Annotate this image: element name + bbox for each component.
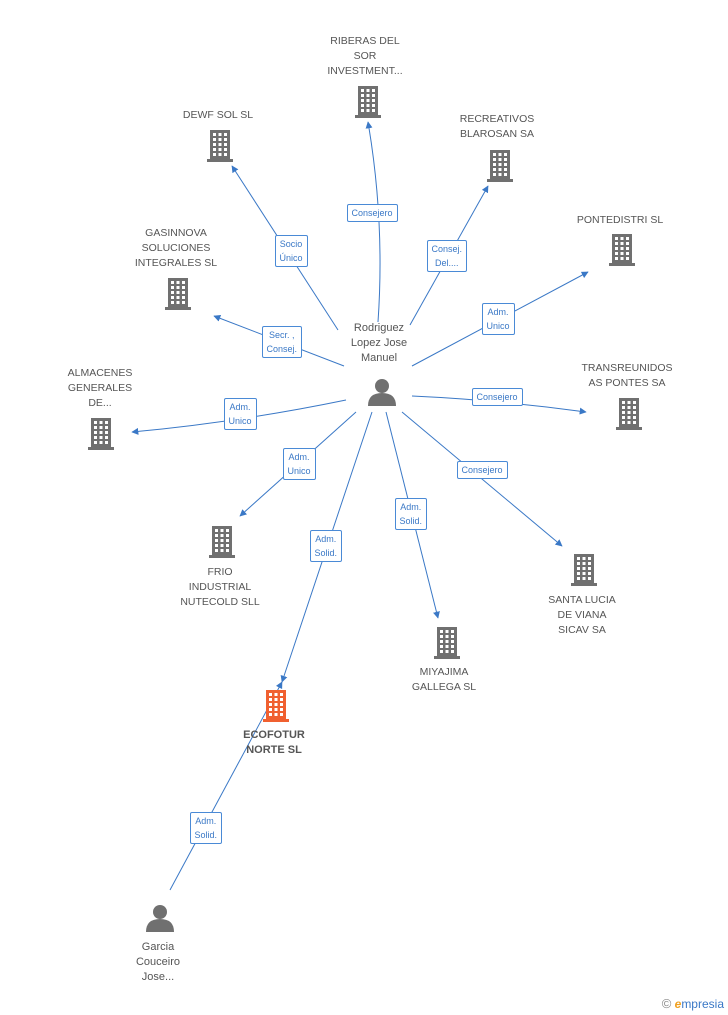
- brand-initial: e: [674, 997, 682, 1011]
- person-icon[interactable]: [368, 379, 396, 406]
- building-icon[interactable]: [434, 627, 460, 659]
- edge-label-center-pontedistri[interactable]: Adm. Unico: [481, 303, 515, 335]
- building-icon[interactable]: [487, 150, 513, 182]
- building-icon[interactable]: [263, 690, 289, 722]
- building-icon[interactable]: [609, 234, 635, 266]
- edge-label-garcia-ecofotur[interactable]: Adm. Solid.: [189, 812, 223, 844]
- building-icon[interactable]: [355, 86, 381, 118]
- building-icon[interactable]: [571, 554, 597, 586]
- edge-label-center-miyajima[interactable]: Adm. Solid.: [394, 498, 428, 530]
- person-icon[interactable]: [146, 905, 174, 932]
- edge-label-center-ecofotur[interactable]: Adm. Solid.: [309, 530, 343, 562]
- edge-garcia-ecofotur: [169, 681, 283, 891]
- edge-label-center-frio[interactable]: Adm. Unico: [282, 448, 316, 480]
- node-label-garcia[interactable]: Garcia Couceiro Jose...: [135, 940, 181, 983]
- edge-label-center-almacenes[interactable]: Adm. Unico: [223, 398, 257, 430]
- edge-label-center-dewf[interactable]: Socio Único: [274, 235, 308, 267]
- building-icon[interactable]: [165, 278, 191, 310]
- node-label-transreunidos[interactable]: TRANSREUNIDOS AS PONTES SA: [581, 362, 673, 389]
- building-icon[interactable]: [88, 418, 114, 450]
- node-label-almacenes[interactable]: ALMACENES GENERALES DE...: [67, 366, 133, 409]
- node-label-frio[interactable]: FRIO INDUSTRIAL NUTECOLD SLL: [180, 565, 260, 608]
- node-label-recreativos[interactable]: RECREATIVOS BLAROSAN SA: [459, 113, 535, 140]
- copyright-symbol: ©: [661, 996, 672, 1011]
- edge-label-center-riberas[interactable]: Consejero: [346, 204, 398, 222]
- empresia-watermark[interactable]: © empresia: [662, 996, 724, 1011]
- edge-center-santalucia: [401, 411, 563, 547]
- building-icon[interactable]: [207, 130, 233, 162]
- node-label-center[interactable]: Rodriguez Lopez Jose Manuel: [350, 321, 408, 364]
- edge-center-riberas: [365, 121, 381, 323]
- building-icon[interactable]: [209, 526, 235, 558]
- edge-label-center-santalucia[interactable]: Consejero: [456, 461, 508, 479]
- edge-label-center-gasinnova[interactable]: Secr. , Consej.: [261, 326, 303, 358]
- node-label-pontedistri[interactable]: PONTEDISTRI SL: [576, 213, 664, 226]
- node-label-miyajima[interactable]: MIYAJIMA GALLEGA SL: [411, 666, 477, 693]
- node-label-gasinnova[interactable]: GASINNOVA SOLUCIONES INTEGRALES SL: [134, 226, 218, 269]
- node-label-dewf[interactable]: DEWF SOL SL: [182, 108, 254, 121]
- edge-label-center-transreunidos[interactable]: Consejero: [471, 388, 523, 406]
- node-label-santalucia[interactable]: SANTA LUCIA DE VIANA SICAV SA: [548, 593, 616, 636]
- node-label-ecofotur[interactable]: ECOFOTUR NORTE SL: [243, 729, 305, 756]
- building-icon[interactable]: [616, 398, 642, 430]
- brand-name: mpresia: [681, 997, 724, 1011]
- node-label-riberas[interactable]: RIBERAS DEL SOR INVESTMENT...: [327, 34, 403, 77]
- edge-label-center-recreativos[interactable]: Consej. Del....: [426, 240, 468, 272]
